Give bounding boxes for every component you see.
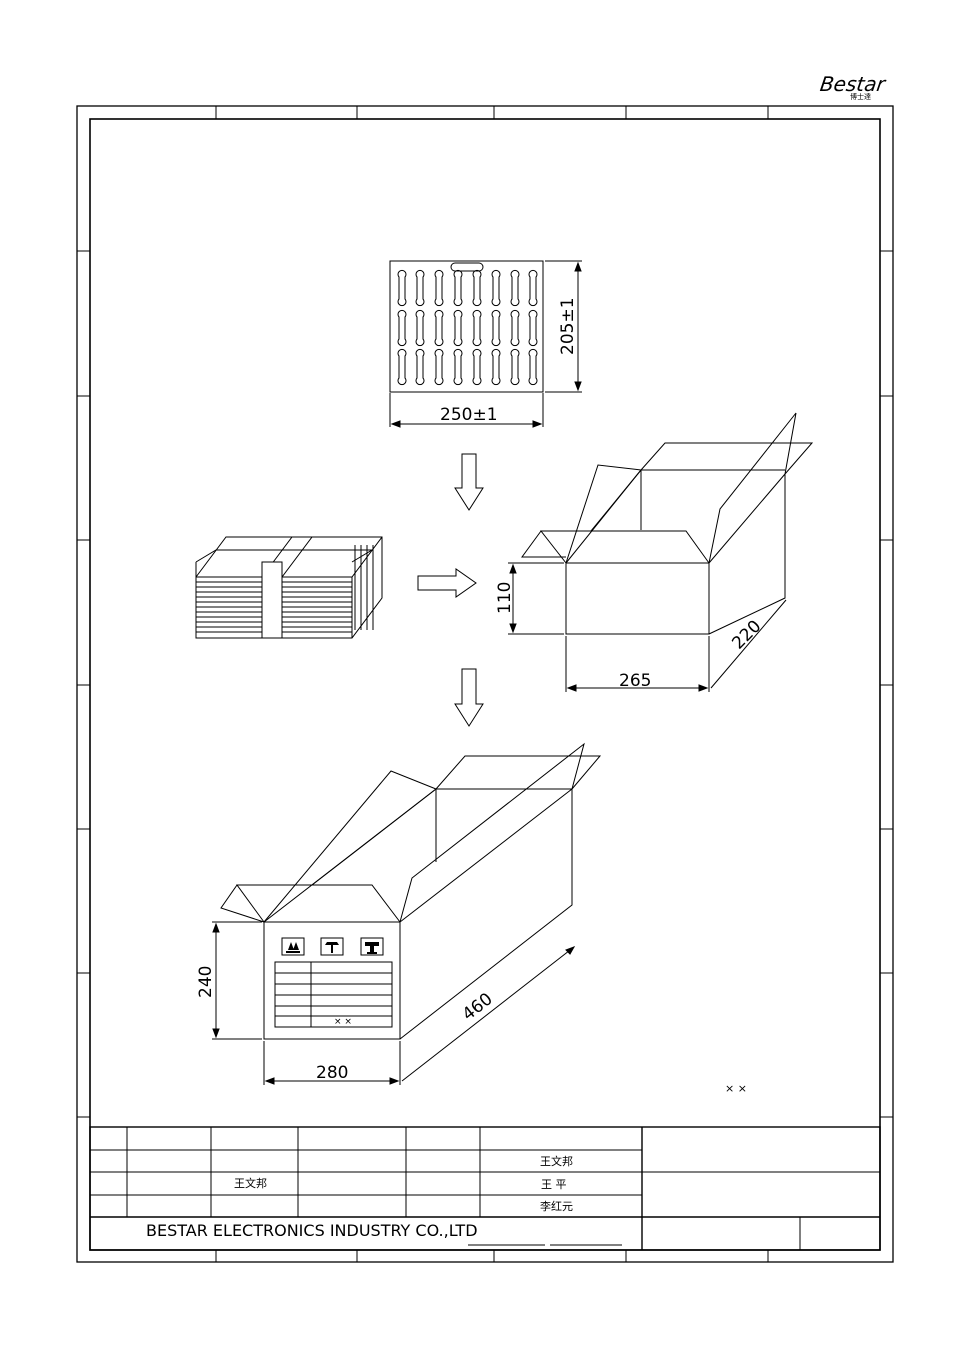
- drawing-frame: [76, 105, 894, 1263]
- arrow-right: [417, 568, 477, 598]
- note-multiplier: × ×: [725, 1082, 747, 1095]
- arrow-down-1: [454, 453, 484, 511]
- title-block-name-1: 王文邦: [540, 1154, 573, 1168]
- tray-slot: [528, 269, 538, 307]
- tray-handle: [450, 262, 484, 272]
- tray-width-dimension: [389, 393, 544, 428]
- tray-slot: [510, 309, 520, 347]
- tray-slot: [415, 269, 425, 307]
- tray-slot: [397, 348, 407, 386]
- tray-slot: [434, 269, 444, 307]
- tray-slot: [453, 348, 463, 386]
- outer-carton-width-label: 280: [316, 1063, 348, 1083]
- tray-slot: [397, 309, 407, 347]
- tray-stack: [195, 536, 383, 639]
- tray-slot: [491, 309, 501, 347]
- carton-symbol-glyphs: [286, 942, 379, 954]
- inner-box-width-label: 265: [619, 671, 651, 691]
- inner-box: [508, 412, 814, 692]
- tray-slot: [528, 348, 538, 386]
- tray-slot: [415, 348, 425, 386]
- tray-slot: [472, 348, 482, 386]
- tray-slots: [397, 269, 538, 386]
- tray-slot: [528, 309, 538, 347]
- keep-dry-icon: [320, 937, 344, 956]
- tray-width-label: 250±1: [440, 405, 498, 425]
- outer-carton-dimensions: [212, 921, 576, 1085]
- tray-height-dimension: [545, 260, 582, 393]
- inner-box-height-label: 110: [495, 582, 515, 614]
- outer-carton-depth-label: 460: [459, 989, 497, 1025]
- tray-slot: [453, 309, 463, 347]
- tray-slot: [491, 348, 501, 386]
- logo-subtext: 博士達: [850, 92, 871, 101]
- tray-slot: [434, 309, 444, 347]
- logo-text: Bestar: [819, 72, 889, 96]
- bestar-logo: Bestar 博士達: [819, 72, 889, 101]
- tray-slot: [472, 309, 482, 347]
- tray-slot: [491, 269, 501, 307]
- tray-slot: [397, 269, 407, 307]
- tray-slot: [510, 348, 520, 386]
- tray-outline: [389, 260, 544, 393]
- title-block: [89, 1126, 881, 1251]
- tray-slot: [453, 269, 463, 307]
- fragile-icon: [360, 937, 384, 956]
- title-block-approver: 李红元: [540, 1199, 573, 1213]
- outer-carton-height-label: 240: [196, 966, 216, 998]
- outer-carton: [220, 742, 602, 1040]
- tray-height-label: 205±1: [558, 297, 578, 355]
- tray-slot: [472, 269, 482, 307]
- inner-box-width-dimension: [565, 636, 710, 692]
- company-name: BESTAR ELECTRONICS INDUSTRY CO.,LTD: [146, 1221, 478, 1240]
- title-block-checker: 王 平: [541, 1178, 567, 1191]
- inner-box-depth-dimension: [710, 599, 787, 689]
- title-block-drafter: 王文邦: [234, 1176, 267, 1190]
- tray-slot: [510, 269, 520, 307]
- tray-slot: [434, 348, 444, 386]
- arrow-down-2: [454, 668, 484, 727]
- inner-box-height-dimension: [508, 562, 564, 635]
- carton-label-multiplier: × ×: [334, 1017, 352, 1027]
- tray-drawing: 250±1 205±1: [389, 260, 582, 428]
- tray-slot: [415, 309, 425, 347]
- this-side-up-icon: [281, 937, 305, 956]
